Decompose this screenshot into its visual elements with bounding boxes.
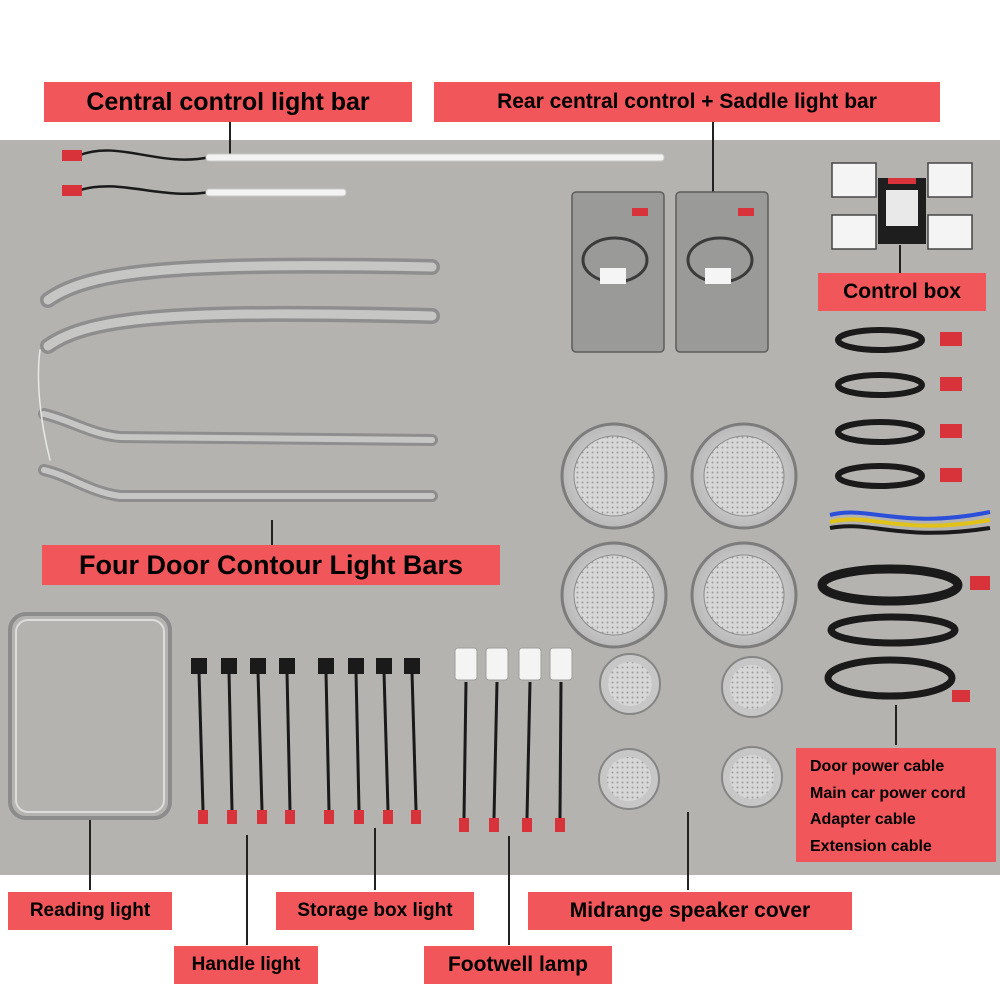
- label-central-control-light-bar: Central control light bar: [44, 82, 412, 122]
- label-midrange-speaker-cover: Midrange speaker cover: [528, 892, 852, 930]
- cable-harnesses: [817, 327, 991, 702]
- label-storage-box-light: Storage box light: [276, 892, 474, 930]
- label-adapter-cable: Adapter cable: [810, 811, 916, 828]
- label-extension-cable: Extension cable: [810, 837, 932, 855]
- midrange-speaker-covers: [598, 653, 783, 810]
- door-contour-light-bars: [37, 257, 440, 502]
- speakers: [560, 422, 798, 649]
- label-footwell-lamp: Footwell lamp: [424, 946, 612, 984]
- label-cable-list: Door power cable Main car power cord Ada…: [796, 748, 996, 862]
- label-reading-light: Reading light: [8, 892, 172, 930]
- leader-lines: [89, 120, 901, 945]
- control-box-modules: [831, 162, 973, 250]
- label-handle-light: Handle light: [174, 946, 318, 984]
- label-main-car-power-cord: Main car power cord: [810, 784, 966, 802]
- handle-storage-light-strips: [191, 658, 421, 824]
- label-control-box: Control box: [818, 273, 986, 311]
- central-control-light-bars: [62, 149, 665, 197]
- label-rear-central-control: Rear central control + Saddle light bar: [434, 82, 940, 122]
- footwell-lamps: [454, 647, 573, 832]
- label-four-door-contour: Four Door Contour Light Bars: [42, 545, 500, 585]
- rear-central-light-bar-packs: [571, 191, 769, 353]
- label-door-power-cable: Door power cable: [810, 758, 945, 775]
- reading-light-frame: [8, 612, 172, 820]
